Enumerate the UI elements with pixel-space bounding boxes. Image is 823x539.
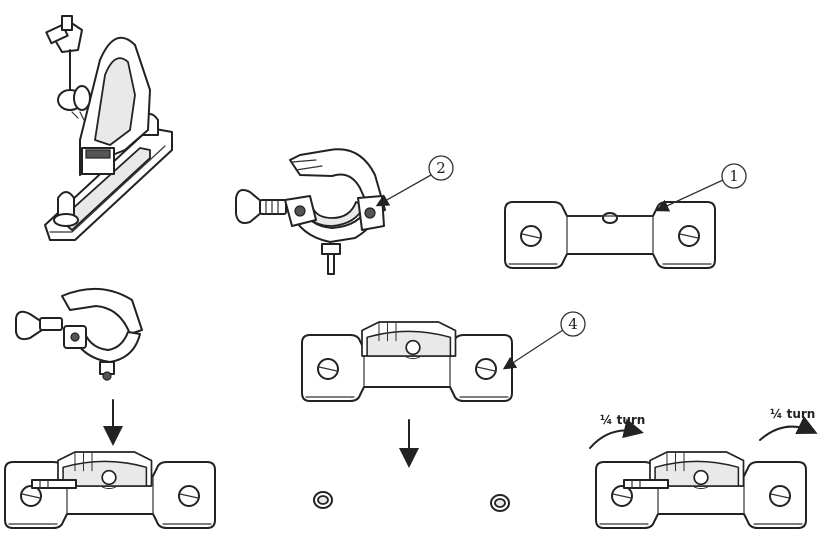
callout-1-circle: [721, 163, 747, 189]
receptacle-left: [313, 491, 333, 509]
mounted-clamp-perspective: [44, 15, 173, 241]
plate-with-clamp-part-4: 4: [301, 311, 586, 512]
quarter-turn-label-left: ¼ turn: [600, 413, 645, 427]
callout-2-leader: [375, 174, 432, 207]
callout-4-circle: [560, 311, 586, 337]
mounting-plate-part-1: 1: [504, 163, 747, 269]
callout-1-leader: [655, 179, 724, 212]
callout-2-number: 2: [436, 159, 446, 177]
quarter-turn-lock-step: ¼ turn ¼ turn: [589, 407, 818, 529]
callout-1-number: 1: [729, 167, 739, 185]
callout-4-leader: [502, 329, 564, 370]
quarter-turn-arrow-right: [759, 416, 818, 441]
quarter-turn-arrow-left: [589, 418, 644, 449]
receptacle-right: [490, 494, 510, 512]
clamp-part-2: 2: [235, 148, 454, 275]
callout-4-number: 4: [568, 315, 578, 333]
callout-2-circle: [428, 155, 454, 181]
clamp-insertion-step: [4, 287, 216, 529]
quarter-turn-label-right: ¼ turn: [770, 407, 815, 421]
